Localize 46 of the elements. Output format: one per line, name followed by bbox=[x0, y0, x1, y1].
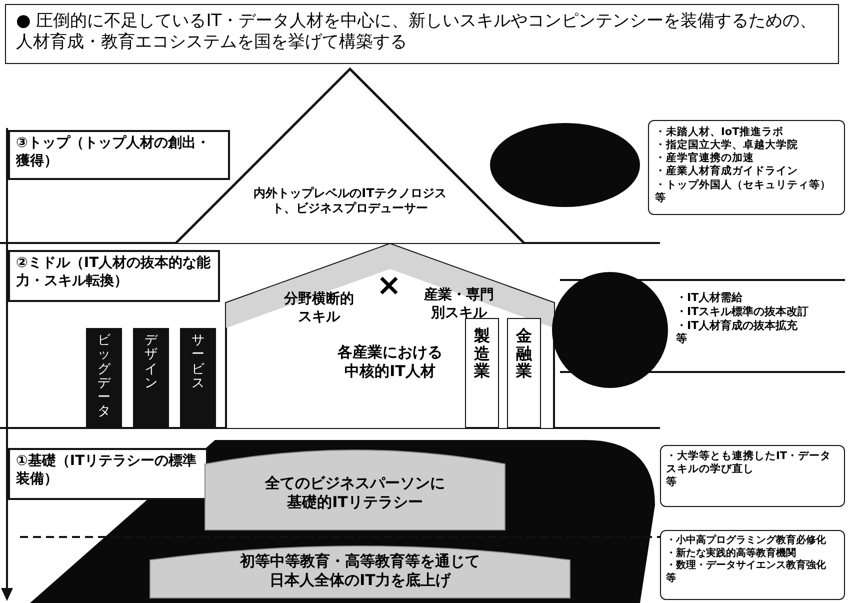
skill-bar bbox=[507, 318, 541, 428]
list-item: ・ITスキル標準の抜本改訂 bbox=[676, 304, 810, 318]
cross-mark: × bbox=[375, 267, 403, 304]
level-label-box bbox=[8, 250, 220, 302]
skill-bar bbox=[86, 328, 122, 428]
measures-list-box bbox=[648, 120, 845, 215]
level-label-box bbox=[8, 130, 230, 180]
level-label-box bbox=[8, 448, 208, 500]
circle-shape bbox=[552, 272, 668, 388]
list-item: ・トップ外国人（セキュリティ等）等 bbox=[655, 178, 832, 205]
bar-label: ビッグデータ bbox=[98, 334, 110, 420]
skill-bar bbox=[465, 318, 499, 428]
measures-list-box bbox=[660, 445, 845, 507]
list-item: ・産業人材育成ガイドライン bbox=[655, 165, 799, 178]
list-item: 等 bbox=[666, 476, 678, 490]
bar-label: 金融業 bbox=[516, 327, 532, 380]
list-item: 等 bbox=[666, 572, 677, 585]
bar-label: サービス bbox=[192, 334, 204, 392]
list-item: ・新たな実践的高等教育機関 bbox=[666, 548, 797, 559]
heading-box bbox=[5, 4, 839, 64]
band-text: 初等中等教育・高等教育等を通じて日本人全体のIT力を底上げ bbox=[238, 552, 481, 590]
level-label: ①基礎（ITリテラシーの標準装備） bbox=[16, 453, 198, 488]
bar-label: 製造業 bbox=[474, 327, 490, 380]
measures-list-box bbox=[660, 530, 845, 600]
list-item: ・未踏人材、IoT推進ラボ bbox=[655, 126, 784, 138]
level-label: ②ミドル（IT人材の抜本的な能力・スキル転換） bbox=[16, 255, 212, 290]
list-item: 等 bbox=[676, 332, 688, 346]
skill-label: 産業・専門別スキル bbox=[422, 287, 495, 322]
skill-bar bbox=[133, 328, 169, 428]
list-item: ・小中高プログラミング教育必修化 bbox=[666, 535, 827, 547]
level-label: ③トップ（トップ人材の創出・獲得） bbox=[16, 135, 211, 170]
role-text: 各産業における中核的IT人材 bbox=[336, 343, 444, 380]
bar-label: デザイン bbox=[144, 334, 158, 392]
band-text: 全てのビジネスパーソンに基礎的ITリテラシー bbox=[265, 474, 445, 512]
list-item: ・産学官連携の加速 bbox=[655, 152, 755, 164]
heading-text: ● 圧倒的に不足しているIT・データ人材を中心に、新しいスキルやコンピンテンシーを装備するための、人材育成・教育エコシステムを国を挙げて構築する bbox=[16, 11, 818, 54]
role-text: 内外トップレベルのITテクノロジスト、ビジネスプロデューサー bbox=[252, 186, 448, 216]
list-item: ・IT人材育成の抜本拡充 bbox=[676, 318, 799, 332]
list-item: ・大学等とも連携したIT・データスキルの学び直し bbox=[666, 450, 832, 476]
ellipse-shape bbox=[490, 123, 640, 207]
skill-label: 分野横断的スキル bbox=[282, 291, 355, 326]
skill-bar bbox=[180, 328, 216, 428]
list-item: ・指定国立大学、卓越大学院 bbox=[655, 139, 799, 152]
list-item: ・IT人材需給 bbox=[676, 291, 744, 305]
list-item: ・数理・データサイエンス教育強化 bbox=[666, 560, 827, 572]
house-shape bbox=[225, 243, 555, 428]
